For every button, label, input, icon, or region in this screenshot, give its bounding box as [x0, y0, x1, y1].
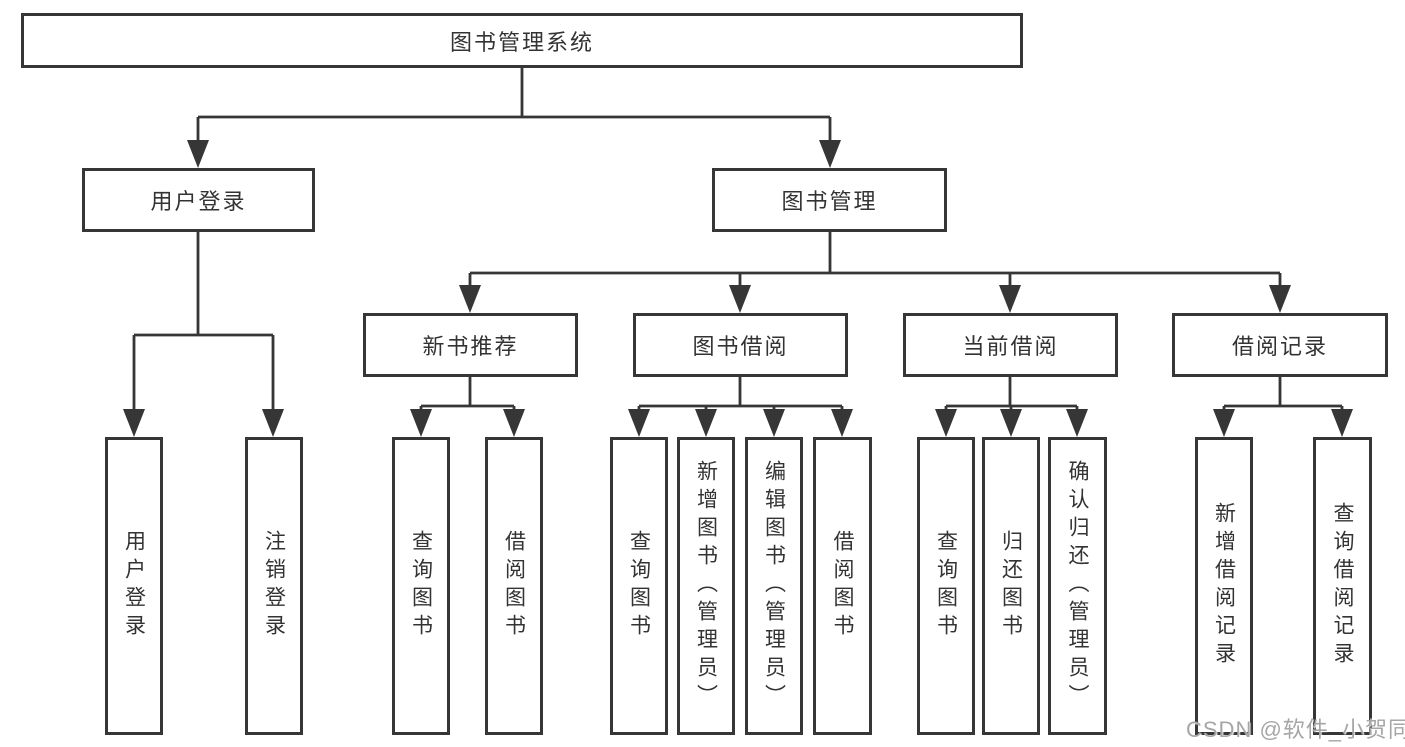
arrow-down-icon: [503, 409, 525, 437]
arrow-down-icon: [123, 409, 145, 437]
node-label: 借阅图书: [502, 530, 526, 642]
connector-bookborrow-to-leaves: [637, 377, 844, 413]
node-new-book-recommendation: 新书推荐: [363, 313, 578, 377]
arrow-down-icon: [729, 285, 751, 313]
leaf-confirm-return-admin: 确认归还（管理员）: [1048, 437, 1107, 735]
node-label: 用户登录: [122, 530, 146, 642]
node-label: 用户登录: [150, 189, 247, 214]
arrow-down-icon: [1269, 285, 1291, 313]
arrow-down-icon: [1000, 409, 1022, 437]
leaf-query-books-current: 查询图书: [917, 437, 975, 735]
connector-currentborrow-to-leaves: [944, 377, 1079, 413]
arrow-down-icon: [459, 285, 481, 313]
node-user-login: 用户登录: [82, 168, 315, 232]
connector-records-to-leaves: [1222, 377, 1344, 413]
node-label: 查询图书: [627, 530, 651, 642]
node-label: 新书推荐: [422, 334, 519, 359]
leaf-add-borrow-record: 新增借阅记录: [1195, 437, 1253, 735]
node-borrowing-records: 借阅记录: [1172, 313, 1388, 377]
csdn-watermark: CSDN @软件_小贺同学: [1186, 717, 1405, 742]
arrow-down-icon: [1066, 409, 1088, 437]
node-library-management-system: 图书管理系统: [21, 13, 1023, 68]
node-label: 新增借阅记录: [1212, 502, 1236, 670]
arrow-down-icon: [410, 409, 432, 437]
leaf-edit-books-admin: 编辑图书（管理员）: [745, 437, 803, 735]
node-label: 图书借阅: [692, 334, 789, 359]
arrow-down-icon: [262, 409, 284, 437]
node-label: 借阅记录: [1231, 334, 1328, 359]
node-current-borrowing: 当前借阅: [903, 313, 1118, 377]
node-label: 查询图书: [934, 530, 958, 642]
node-label: 新增图书（管理员）: [694, 460, 718, 712]
leaf-user-login: 用户登录: [105, 437, 163, 735]
leaf-borrow-books: 借阅图书: [813, 437, 872, 735]
node-label: 图书管理: [781, 189, 878, 214]
arrowhead-icons: [123, 140, 1353, 437]
leaf-query-books-borrowing: 查询图书: [610, 437, 668, 735]
arrow-down-icon: [831, 409, 853, 437]
node-label: 确认归还（管理员）: [1066, 460, 1089, 712]
arrow-down-icon: [1213, 409, 1235, 437]
node-label: 借阅图书: [831, 530, 854, 642]
node-label: 注销登录: [262, 530, 286, 642]
leaf-borrow-books-recommend: 借阅图书: [485, 437, 543, 735]
node-book-borrowing: 图书借阅: [633, 313, 848, 377]
leaf-return-books: 归还图书: [982, 437, 1040, 735]
arrow-down-icon: [763, 409, 785, 437]
node-label: 查询借阅记录: [1331, 502, 1354, 670]
arrow-down-icon: [695, 409, 717, 437]
node-label: 当前借阅: [962, 334, 1059, 359]
arrow-down-icon: [935, 409, 957, 437]
arrow-down-icon: [819, 140, 841, 168]
node-label: 图书管理系统: [449, 29, 594, 55]
connector-root-to-level2: [196, 68, 832, 144]
leaf-logout: 注销登录: [245, 437, 303, 735]
arrow-down-icon: [187, 140, 209, 168]
node-book-management: 图书管理: [712, 168, 947, 232]
connector-userlogin-to-leaves: [132, 231, 275, 413]
arrow-down-icon: [999, 285, 1021, 313]
node-label: 编辑图书（管理员）: [762, 460, 786, 712]
connector-newbook-to-leaves: [419, 377, 516, 413]
leaf-query-borrow-record: 查询借阅记录: [1313, 437, 1372, 735]
connector-bookmgmt-to-level3: [468, 232, 1282, 289]
leaf-add-books-admin: 新增图书（管理员）: [677, 437, 735, 735]
node-label: 归还图书: [999, 530, 1023, 642]
arrow-down-icon: [628, 409, 650, 437]
node-label: 查询图书: [409, 530, 433, 642]
leaf-query-books-recommend: 查询图书: [392, 437, 450, 735]
arrow-down-icon: [1331, 409, 1353, 437]
